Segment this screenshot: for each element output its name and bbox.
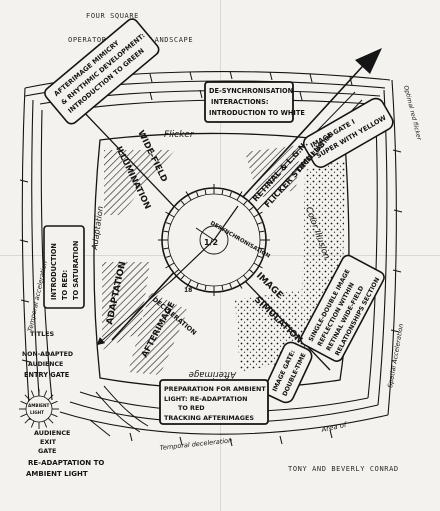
label-afterimage-bottom: Afterimage <box>189 369 237 379</box>
dial-tick <box>185 191 192 201</box>
desync-line3: INTRODUCTION TO WHITE <box>209 109 305 117</box>
label-non-adapted: NON-ADAPTED <box>22 351 73 358</box>
dial-tick <box>165 262 175 269</box>
dial-tick <box>185 279 192 289</box>
dial-tick <box>229 191 232 197</box>
burst-ray <box>43 420 48 428</box>
dial-number-high: 18 <box>184 287 192 294</box>
box-preparation-ambient: PREPARATION FOR AMBIENT LIGHT: RE-ADAPTA… <box>159 379 269 425</box>
box-image-gate-1: IMAGE GATE I SUPER WITH YELLOW <box>302 97 394 168</box>
label-entry-gate: ENTRY GATE <box>24 371 70 379</box>
intro-red-line3: TO SATURATION <box>72 241 80 300</box>
label-readaptation-2: AMBIENT LIGHT <box>26 470 88 478</box>
dial-tick <box>221 285 224 291</box>
burst-ray <box>20 400 28 405</box>
dial-tick <box>243 274 248 280</box>
burst-label-2: LIGHT <box>30 410 44 415</box>
dial-tick <box>248 269 254 274</box>
dial-tick <box>253 262 263 269</box>
dial-tick <box>236 191 243 201</box>
inner-square-frame <box>93 132 350 390</box>
label-exit: EXIT <box>40 438 57 446</box>
box-introduction-to-red: INTRODUCTION TO RED: TO SATURATION <box>43 225 85 309</box>
burst-ray <box>30 420 35 428</box>
document-title: FOUR SQUARE <box>86 12 139 20</box>
label-exit-audience: AUDIENCE <box>34 429 70 437</box>
box-afterimage-mimicry: AFTERIMAGE MIMICRY & RHYTHMIC DEVELOPMEN… <box>44 18 160 125</box>
dial-tick <box>163 247 169 250</box>
preparation-line2: LIGHT: RE-ADAPTATION <box>164 395 247 403</box>
dial-tick <box>259 247 265 250</box>
burst-ray <box>24 394 31 401</box>
label-optimal-red-flicker: Optimal red flicker <box>402 85 422 142</box>
exit-arrows <box>89 385 149 437</box>
box-single-double-image: SINGLE-DOUBLE IMAGE REFLECTION WITHIN RE… <box>299 254 385 362</box>
label-audience: AUDIENCE <box>28 361 63 368</box>
label-exit-gate: GATE <box>38 447 56 455</box>
dial-tick <box>196 191 199 197</box>
preparation-line1: PREPARATION FOR AMBIENT <box>164 385 266 393</box>
ambient-light-burst: AMBIENT LIGHT <box>19 389 59 429</box>
retinal-band-line-1 <box>239 91 356 211</box>
dial-tick <box>257 255 263 258</box>
central-dial: DESYNCHRONISATION 1/2 18 <box>158 184 271 296</box>
burst-ray <box>47 417 54 424</box>
preparation-line4: TRACKING AFTERIMAGES <box>164 414 254 422</box>
desync-line2: INTERACTIONS: <box>211 98 268 106</box>
label-titles: TITLES <box>30 330 55 338</box>
dial-tick <box>221 189 224 195</box>
burst-ray <box>24 417 31 424</box>
dial-number-low: 1/2 <box>204 238 218 247</box>
burst-label-1: AMBIENT <box>28 403 50 408</box>
burst-ray <box>20 413 28 418</box>
dial-tick <box>259 230 265 233</box>
label-spatial-acceleration: Spatial Acceleration <box>386 323 405 388</box>
dial-tick <box>163 230 169 233</box>
burst-ray <box>47 394 54 401</box>
dial-tick <box>165 222 171 225</box>
dial-tick <box>165 255 171 258</box>
intro-red-line1: INTRODUCTION <box>50 243 58 300</box>
dial-tick <box>236 279 243 289</box>
dial-tick <box>174 269 180 274</box>
label-adaptation-left: Adaptation <box>90 206 105 252</box>
dial-tick <box>253 211 263 218</box>
outer-frame-lines <box>21 71 397 435</box>
dial-tick <box>165 211 175 218</box>
hatched-afterimage-region <box>128 292 188 375</box>
burst-ray <box>50 413 58 418</box>
dial-tick <box>174 206 180 211</box>
preparation-line3: TO RED <box>178 404 205 412</box>
dial-tick <box>248 206 254 211</box>
main-arrowhead <box>355 48 382 74</box>
burst-ray <box>50 400 58 405</box>
authors-credit: TONY AND BEVERLY CONRAD <box>288 465 399 473</box>
burst-ray <box>43 390 48 398</box>
burst-ray <box>30 390 35 398</box>
hatched-adaptation-region <box>102 262 150 350</box>
dial-tick <box>204 285 207 291</box>
dial-tick <box>180 200 185 206</box>
hatched-flicker-region <box>245 145 300 198</box>
label-readaptation-1: RE-ADAPTATION TO <box>28 459 104 467</box>
dial-tick <box>196 283 199 289</box>
box-desynchronisation: DE-SYNCHRONISATION INTERACTIONS: INTRODU… <box>204 81 305 123</box>
desync-line1: DE-SYNCHRONISATION <box>209 87 293 95</box>
dial-tick <box>257 222 263 225</box>
dial-tick <box>180 274 185 280</box>
dial-tick <box>204 189 207 195</box>
label-area-of: Area of <box>320 421 349 435</box>
intro-red-line2: TO RED: <box>61 270 69 300</box>
label-flicker: Flicker <box>164 130 195 140</box>
hatched-wide-field-region <box>104 150 175 215</box>
dial-tick <box>243 200 248 206</box>
dial-tick <box>229 283 232 289</box>
label-temporal-deceleration: Temporal deceleration <box>159 436 232 452</box>
